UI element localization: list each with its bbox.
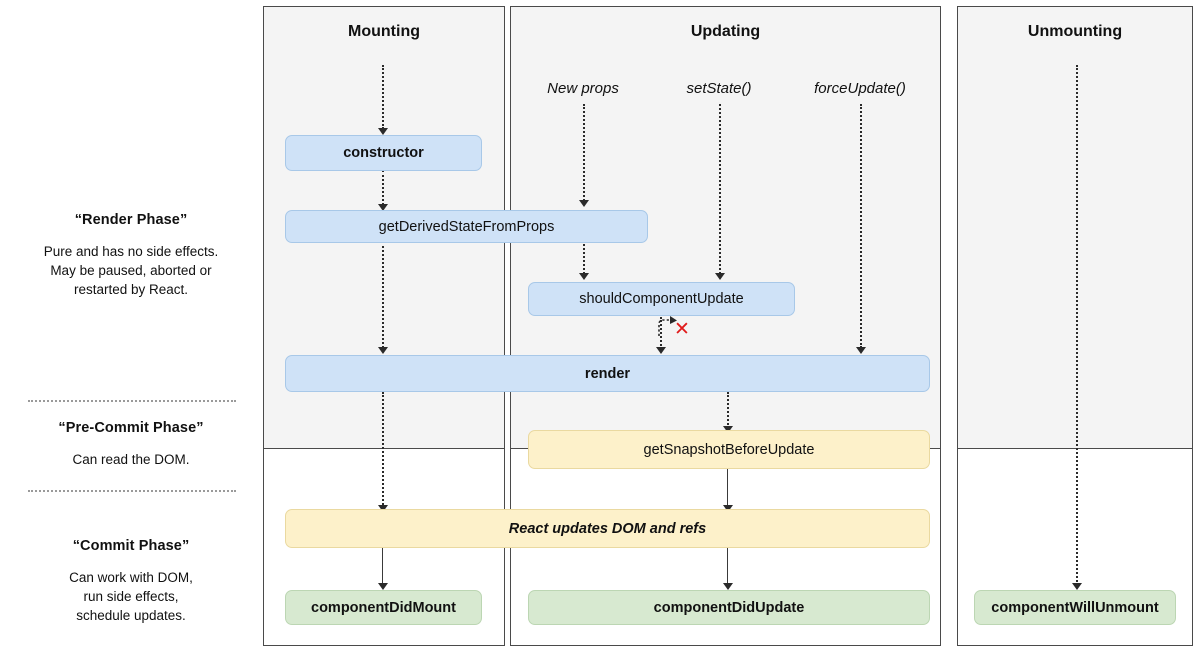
arrowhead-dom-to-did-mount (378, 583, 388, 590)
legend-divider-bottom (28, 490, 236, 492)
arrowhead-set-state-to-scu (715, 273, 725, 280)
column-updating: Updating (510, 6, 941, 646)
connector-snapshot-to-dom (727, 468, 728, 509)
connector-constructor-to-gdsfp (382, 170, 384, 205)
arrowhead-scu-to-render (656, 347, 666, 354)
arrowhead-new-props-to-gdsfp (579, 200, 589, 207)
arrowhead-gdsfp-to-render (378, 347, 388, 354)
connector-mounting-to-constructor (382, 65, 384, 129)
arrowhead-gdsfp-to-scu (579, 273, 589, 280)
phase-legend-pre-commit-description: Can read the DOM. (72, 452, 190, 467)
arrowhead-render-to-dom-mounting (378, 505, 388, 512)
arrowhead-render-to-snapshot (723, 426, 733, 433)
node-get-derived-state-from-props[interactable]: getDerivedStateFromProps (285, 210, 648, 243)
trigger-force-update: forceUpdate() (814, 80, 906, 97)
phase-legend-render: “Render Phase” Pure and has no side effe… (0, 212, 262, 299)
connector-scu-to-render (660, 317, 662, 349)
node-get-snapshot-before-update[interactable]: getSnapshotBeforeUpdate (528, 430, 930, 469)
connector-gdsfp-to-render (382, 241, 384, 348)
node-component-will-unmount[interactable]: componentWillUnmount (974, 590, 1176, 625)
legend-divider-top (28, 400, 236, 402)
column-updating-title: Updating (690, 23, 761, 40)
connector-new-props-to-gdsfp (583, 104, 585, 201)
trigger-set-state: setState() (686, 80, 752, 97)
phase-legend-render-description: Pure and has no side effects. May be pau… (43, 244, 219, 298)
column-mounting-title: Mounting (348, 23, 420, 40)
node-component-did-update[interactable]: componentDidUpdate (528, 590, 930, 625)
connector-dom-to-did-mount (382, 547, 383, 587)
connector-dom-to-did-update (727, 547, 728, 587)
phase-legend-commit: “Commit Phase” Can work with DOM, run si… (0, 538, 262, 625)
connector-render-to-dom-mounting (382, 392, 384, 508)
node-render[interactable]: render (285, 355, 930, 392)
phase-legend-commit-title: “Commit Phase” (72, 538, 190, 554)
connector-gdsfp-to-scu (583, 241, 585, 278)
column-unmounting-title: Unmounting (1027, 23, 1123, 40)
arrowhead-unmounting-to-will-unmount (1072, 583, 1082, 590)
phase-legend-commit-description: Can work with DOM, run side effects, sch… (69, 570, 193, 624)
connector-unmounting-to-will-unmount (1076, 65, 1078, 586)
arrowhead-mounting-to-constructor (378, 128, 388, 135)
arrowhead-snapshot-to-dom (723, 505, 733, 512)
phase-legend-render-title: “Render Phase” (74, 212, 188, 228)
node-constructor[interactable]: constructor (285, 135, 482, 171)
node-react-updates-dom-and-refs[interactable]: React updates DOM and refs (285, 509, 930, 548)
node-component-did-mount[interactable]: componentDidMount (285, 590, 482, 625)
connector-render-to-snapshot (727, 392, 729, 428)
column-unmounting: Unmounting (957, 6, 1193, 646)
node-should-component-update[interactable]: shouldComponentUpdate (528, 282, 795, 316)
trigger-new-props: New props (547, 80, 619, 97)
skip-render-marker: ✕ (674, 318, 690, 340)
connector-force-update-to-render (860, 104, 862, 348)
arrowhead-force-update-to-render (856, 347, 866, 354)
arrowhead-constructor-to-gdsfp (378, 204, 388, 211)
phase-legend-pre-commit-title: “Pre-Commit Phase” (58, 420, 204, 436)
column-mounting: Mounting (263, 6, 505, 646)
arrowhead-dom-to-did-update (723, 583, 733, 590)
connector-set-state-to-scu (719, 104, 721, 278)
skip-render-return-arrow (658, 316, 677, 336)
phase-legend-pre-commit: “Pre-Commit Phase” Can read the DOM. (0, 420, 262, 469)
